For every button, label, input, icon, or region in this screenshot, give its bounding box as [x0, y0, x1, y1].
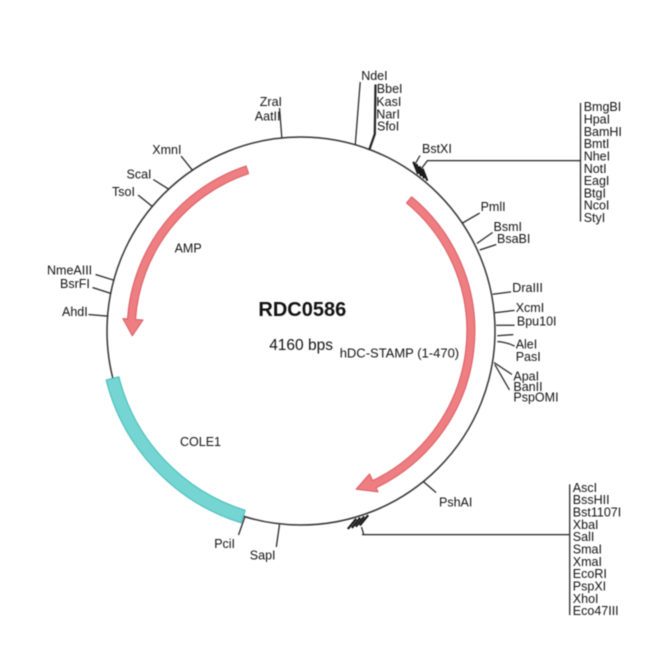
svg-text:BanII: BanII — [513, 380, 542, 394]
svg-text:StyI: StyI — [584, 211, 606, 225]
svg-text:ZraI: ZraI — [260, 95, 282, 109]
svg-text:hDC-STAMP (1-470): hDC-STAMP (1-470) — [340, 346, 459, 361]
svg-text:HpaI: HpaI — [584, 112, 610, 126]
svg-text:BssHII: BssHII — [573, 493, 610, 507]
svg-text:XbaI: XbaI — [573, 518, 599, 532]
svg-text:AhdI: AhdI — [62, 305, 88, 319]
svg-text:NotI: NotI — [584, 162, 607, 176]
svg-text:PasI: PasI — [516, 350, 541, 364]
svg-text:PspXI: PspXI — [573, 580, 606, 594]
svg-text:PmlI: PmlI — [481, 200, 506, 214]
svg-text:BbeI: BbeI — [377, 82, 403, 96]
svg-text:PciI: PciI — [214, 537, 235, 551]
svg-text:NheI: NheI — [584, 149, 610, 163]
svg-text:SmaI: SmaI — [573, 543, 602, 557]
svg-text:EcoRI: EcoRI — [573, 567, 607, 581]
svg-text:BsrFI: BsrFI — [60, 277, 90, 291]
svg-text:ScaI: ScaI — [127, 168, 152, 182]
svg-text:XcmI: XcmI — [516, 301, 544, 315]
svg-text:AatII: AatII — [255, 109, 281, 123]
svg-text:XmnI: XmnI — [152, 143, 181, 157]
svg-text:BtgI: BtgI — [584, 186, 606, 200]
svg-text:RDC0586: RDC0586 — [258, 299, 346, 321]
svg-text:COLE1: COLE1 — [180, 435, 221, 449]
svg-text:BsmI: BsmI — [494, 220, 522, 234]
svg-text:Eco47III: Eco47III — [573, 604, 619, 618]
svg-text:BamHI: BamHI — [584, 125, 622, 139]
svg-text:BstXI: BstXI — [422, 142, 452, 156]
svg-text:TsoI: TsoI — [112, 185, 135, 199]
svg-text:BmgBI: BmgBI — [584, 100, 622, 114]
svg-text:PshAI: PshAI — [439, 496, 472, 510]
svg-text:ApaI: ApaI — [513, 370, 539, 384]
svg-text:Bst1107I: Bst1107I — [573, 506, 621, 520]
svg-text:AscI: AscI — [573, 481, 597, 495]
svg-text:Bpu10I: Bpu10I — [517, 314, 557, 328]
svg-text:DraIII: DraIII — [512, 281, 543, 295]
svg-text:NarI: NarI — [376, 107, 400, 121]
svg-text:NcoI: NcoI — [584, 199, 610, 213]
svg-text:PspOMI: PspOMI — [513, 390, 558, 404]
svg-text:KasI: KasI — [376, 95, 401, 109]
svg-text:XhoI: XhoI — [573, 592, 599, 606]
svg-text:XmaI: XmaI — [573, 555, 602, 569]
svg-text:SapI: SapI — [250, 549, 276, 563]
svg-text:EagI: EagI — [584, 174, 610, 188]
svg-text:BsaBI: BsaBI — [497, 232, 530, 246]
svg-text:SalI: SalI — [573, 530, 595, 544]
svg-text:SfoI: SfoI — [377, 120, 399, 134]
svg-text:4160 bps: 4160 bps — [269, 337, 333, 354]
svg-text:AleI: AleI — [516, 337, 538, 351]
svg-text:NmeAIII: NmeAIII — [47, 263, 92, 277]
svg-text:NdeI: NdeI — [361, 69, 387, 83]
svg-text:BmtI: BmtI — [584, 137, 610, 151]
svg-text:AMP: AMP — [175, 241, 202, 255]
